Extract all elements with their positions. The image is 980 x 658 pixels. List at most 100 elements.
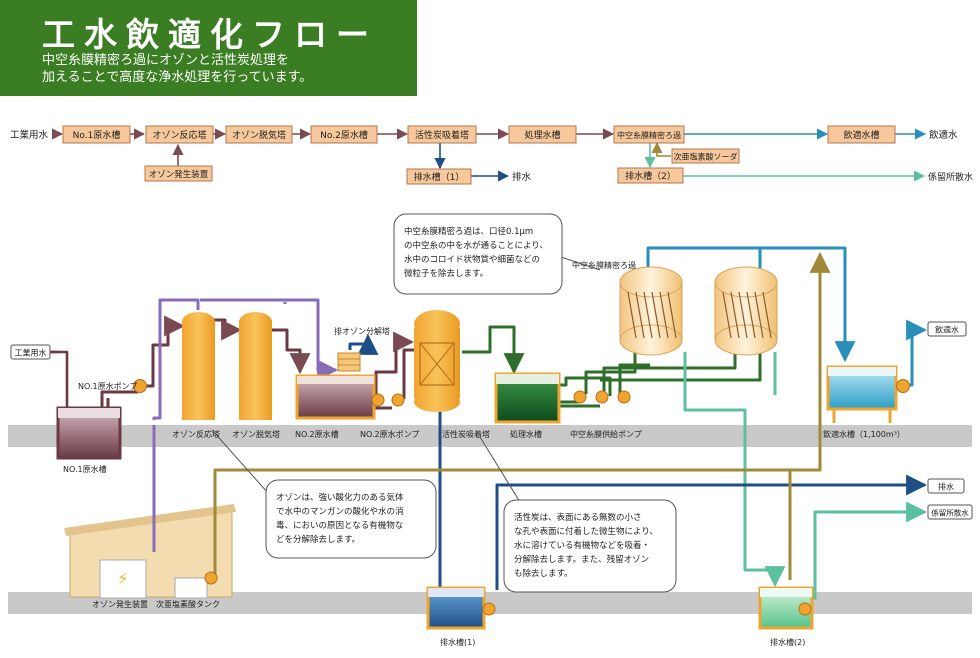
- ozone-generator-unit: [99, 559, 147, 599]
- flow-chart: 工業用水 飲適水 排水 係留所散水 No.1原水槽 オゾン反応塔 オゾン脱気塔 …: [10, 125, 973, 185]
- flow-drain: 排水: [512, 171, 532, 183]
- label-ozone-degas: オゾン脱気塔: [232, 429, 280, 439]
- no2-pump-b: [391, 393, 405, 407]
- subtitle-line-2: 加えることで高度な浄水処理を行っています。: [42, 70, 313, 85]
- flow-node-label: 次亜塩素酸ソーダ: [674, 152, 738, 162]
- label-sprinkling: 係留所散水: [927, 504, 973, 520]
- activated-carbon-tower: [414, 310, 460, 412]
- label-ozone-generator: オゾン発生装置: [92, 599, 148, 609]
- flow-node-drinking-tank: 飲適水槽: [827, 125, 896, 144]
- flow-node-label: 飲適水槽: [843, 129, 879, 141]
- label-hollow-fiber: 中空糸膜精密ろ過: [572, 260, 636, 270]
- label-industrial-water: 工業用水: [10, 344, 51, 360]
- lightning-icon: ⚡: [117, 569, 128, 588]
- callout-membrane-line-4: 微粒子を除去します。: [404, 268, 488, 279]
- flow-node-ozone-degas: オゾン脱気塔: [225, 125, 293, 144]
- ozone-reactor: [182, 312, 215, 420]
- label-text: 排水: [938, 482, 954, 492]
- callout-ozone-line-4: どを分解除去します。: [276, 534, 360, 545]
- drinking-tank: [826, 365, 898, 423]
- hypochlorite-pump: [204, 571, 218, 585]
- flow-industrial-water: 工業用水: [10, 129, 49, 141]
- flow-sprinkling: 係留所散水: [928, 171, 973, 183]
- flow-node-label: 排水槽（1）: [414, 171, 465, 183]
- label-drain: 排水: [927, 478, 965, 494]
- callout-carbon: 活性炭は、表面にある無数の小さ な孔や表面に付着した微生物により、 水に溶けてい…: [479, 436, 677, 593]
- membrane-unit-1: [619, 266, 683, 356]
- flow-node-label: オゾン脱気塔: [232, 129, 286, 141]
- feed-pump-2: [595, 390, 609, 404]
- callout-carbon-line-3: 水に溶けている有機物などを吸着・: [514, 540, 650, 551]
- no2-raw-tank: [295, 374, 376, 420]
- feed-pump-1: [573, 390, 587, 404]
- no1-raw-tank: [56, 406, 122, 460]
- ozone-building: ⚡: [64, 504, 236, 599]
- flow-arrow-hypochlorite: [651, 141, 671, 157]
- flow-node-label: No.2原水槽: [320, 129, 368, 141]
- label-drinking-tank: 飲適水槽（1,100m³）: [823, 429, 905, 439]
- label-activated-carbon: 活性炭吸着塔: [442, 429, 490, 439]
- callout-carbon-line-4: 分解除去します。また、残留オゾン: [514, 554, 649, 565]
- callout-carbon-line-1: 活性炭は、表面にある無数の小さ: [514, 512, 642, 523]
- flow-node-label: オゾン反応塔: [152, 129, 206, 141]
- flow-node-no1-raw-tank: No.1原水槽: [62, 125, 131, 144]
- ozone-degas-tower: [239, 312, 272, 420]
- flow-node-label: 排水槽（2）: [625, 170, 676, 182]
- label-text: 飲適水: [935, 325, 959, 335]
- no2-pump-a: [371, 393, 385, 407]
- label-feed-pump: 中空糸膜供給ポンプ: [570, 429, 642, 439]
- page-title: 工水飲適化フロー: [42, 15, 378, 54]
- callout-membrane: 中空糸膜精密ろ過は、口径0.1μm の中空糸の中を水が通ることにより、 水中のコ…: [393, 213, 601, 295]
- flow-node-activated-carbon: 活性炭吸着塔: [407, 125, 477, 144]
- label-no1-tank: NO.1原水槽: [63, 464, 107, 474]
- flow-drinking-water: 飲適水: [929, 129, 958, 141]
- drain-tank-1: [426, 586, 486, 630]
- label-no2-pump: NO.2原水ポンプ: [360, 429, 419, 439]
- callout-carbon-line-5: も除去します。: [514, 568, 573, 579]
- label-treated-tank: 処理水槽: [510, 429, 542, 439]
- treated-tank: [494, 372, 561, 424]
- callout-ozone-line-2: で水中のマンガンの酸化や水の消: [276, 506, 404, 517]
- flow-node-treated-tank: 処理水槽: [508, 125, 577, 144]
- label-text: 工業用水: [15, 348, 47, 358]
- label-no1-pump: NO.1原水ポンプ: [78, 381, 137, 391]
- label-hypochlorite-tank: 次亜塩素酸タンク: [156, 599, 220, 609]
- drinking-pump: [896, 379, 910, 393]
- flow-node-ozone-generator: オゾン発生装置: [144, 165, 213, 182]
- callout-ozone-line-3: 毒、においの原因となる有機物な: [276, 520, 403, 531]
- drain-pump-2: [798, 602, 812, 616]
- flow-node-drain-tank-1: 排水槽（1）: [406, 168, 472, 185]
- flow-node-hollow-fiber: 中空糸膜精密ろ過: [613, 125, 685, 144]
- label-ozone-reactor: オゾン反応塔: [172, 429, 220, 439]
- label-drinking-water: 飲適水: [927, 321, 967, 337]
- no1-pump: [133, 379, 147, 393]
- page-subtitle: 中空糸膜精密ろ過にオゾンと活性炭処理を 加えることで高度な浄水処理を行っています…: [42, 52, 402, 86]
- callout-membrane-line-3: 水中のコロイド状物質や細菌などの: [404, 254, 540, 265]
- flow-arrows: [51, 128, 615, 166]
- callout-membrane-line-2: の中空糸の中を水が通ることにより、: [404, 240, 548, 251]
- flow-node-label: 中空糸膜精密ろ過: [617, 130, 681, 140]
- callout-membrane-line-1: 中空糸膜精密ろ過は、口径0.1μm: [404, 226, 533, 237]
- feed-pump-3: [617, 390, 631, 404]
- callout-ozone-line-1: オゾンは、強い酸化力のある気体: [276, 492, 404, 503]
- subtitle-line-1: 中空糸膜精密ろ過にオゾンと活性炭処理を: [42, 53, 290, 68]
- exhaust-ozone-unit: [337, 352, 361, 372]
- hypochlorite-tank-unit: [174, 577, 208, 599]
- flow-node-label: 処理水槽: [524, 129, 560, 141]
- label-text: 係留所散水: [931, 508, 969, 518]
- flow-node-label: オゾン発生装置: [149, 169, 209, 180]
- header-banner: 工水飲適化フロー 中空糸膜精密ろ過にオゾンと活性炭処理を 加えることで高度な浄水…: [0, 0, 417, 96]
- exhaust-ozone-label: 排オゾン分解塔: [334, 326, 390, 336]
- flow-node-label: 活性炭吸着塔: [415, 129, 469, 141]
- label-drain-tank-2: 排水槽(2): [770, 637, 805, 647]
- flow-node-label: No.1原水槽: [73, 129, 121, 141]
- callout-ozone: オゾンは、強い酸化力のある気体 で水中のマンガンの酸化や水の消 毒、においの原因…: [211, 429, 437, 559]
- flow-node-ozone-reactor: オゾン反応塔: [145, 125, 214, 144]
- ground-band-upper: [8, 425, 972, 447]
- label-no2-tank: NO.2原水槽: [295, 429, 339, 439]
- label-drain-tank-1: 排水槽(1): [440, 637, 475, 647]
- callout-carbon-line-2: な孔や表面に付着した微生物により、: [514, 526, 658, 537]
- drain-pump-1: [482, 602, 496, 616]
- flow-node-no2-raw-tank: No.2原水槽: [310, 125, 378, 144]
